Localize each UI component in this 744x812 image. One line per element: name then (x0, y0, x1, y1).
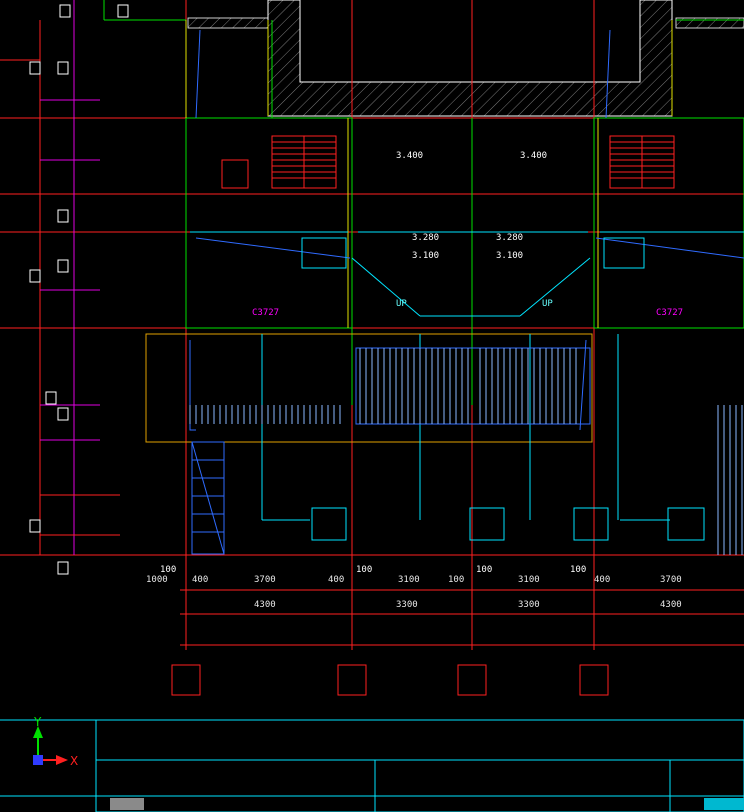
dim-text: 3700 (254, 575, 276, 585)
dimension-row-2: 4300 3300 3300 4300 (254, 600, 682, 610)
stair-left (221, 135, 337, 189)
balcony-railing-left (189, 405, 341, 424)
ucs-x-label: X (70, 754, 78, 768)
room-label: 3.100 (496, 251, 523, 261)
cyan-fixtures (301, 237, 705, 541)
room-label: 3.280 (496, 233, 523, 243)
dim-text: 3100 (518, 575, 540, 585)
room-labels: 3.400 3.400 3.280 3.280 3.100 3.100 UP U… (252, 151, 683, 318)
dim-text: 3300 (518, 600, 540, 610)
room-label: 3.100 (412, 251, 439, 261)
dim-text: 400 (192, 575, 208, 585)
balcony-railing-right (717, 405, 743, 555)
dim-text: 3300 (396, 600, 418, 610)
wall-edges (145, 20, 673, 443)
stair-text: UP (542, 299, 553, 309)
axis-marker: 100 (160, 565, 176, 575)
axis-marker-labels: 100 100 100 100 (160, 565, 586, 575)
dimension-row-1: 1000 400 3700 400 3100 100 3100 400 3700 (146, 575, 682, 585)
left-dimension-chain (0, 0, 120, 555)
stair-text: UP (396, 299, 407, 309)
ucs-y-label: Y (33, 715, 42, 729)
ladder-left (191, 441, 225, 555)
magenta-tag: C3727 (252, 308, 279, 318)
green-walls (103, 0, 744, 405)
balcony-railing-center (355, 347, 591, 425)
dim-text: 4300 (254, 600, 276, 610)
dim-text: 400 (594, 575, 610, 585)
ucs-icon: Y X (33, 715, 78, 768)
magenta-tag: C3727 (656, 308, 683, 318)
dim-text: 1000 (146, 575, 168, 585)
dim-text: 4300 (660, 600, 682, 610)
elevation-label: 3.400 (520, 151, 547, 161)
dim-text: 3700 (660, 575, 682, 585)
left-tag-symbols (29, 4, 129, 575)
axis-marker: 100 (570, 565, 586, 575)
axis-marker: 100 (356, 565, 372, 575)
axis-marker: 100 (476, 565, 492, 575)
cyan-geometry (0, 231, 744, 812)
dim-text: 3100 (398, 575, 420, 585)
elevation-label: 3.400 (396, 151, 423, 161)
room-label: 3.280 (412, 233, 439, 243)
dim-text: 100 (448, 575, 464, 585)
title-block (110, 798, 744, 810)
hatched-wall (187, 0, 744, 117)
dim-text: 400 (328, 575, 344, 585)
axis-bubbles (171, 664, 609, 696)
stair-right (609, 135, 675, 189)
blue-geometry (189, 29, 744, 431)
